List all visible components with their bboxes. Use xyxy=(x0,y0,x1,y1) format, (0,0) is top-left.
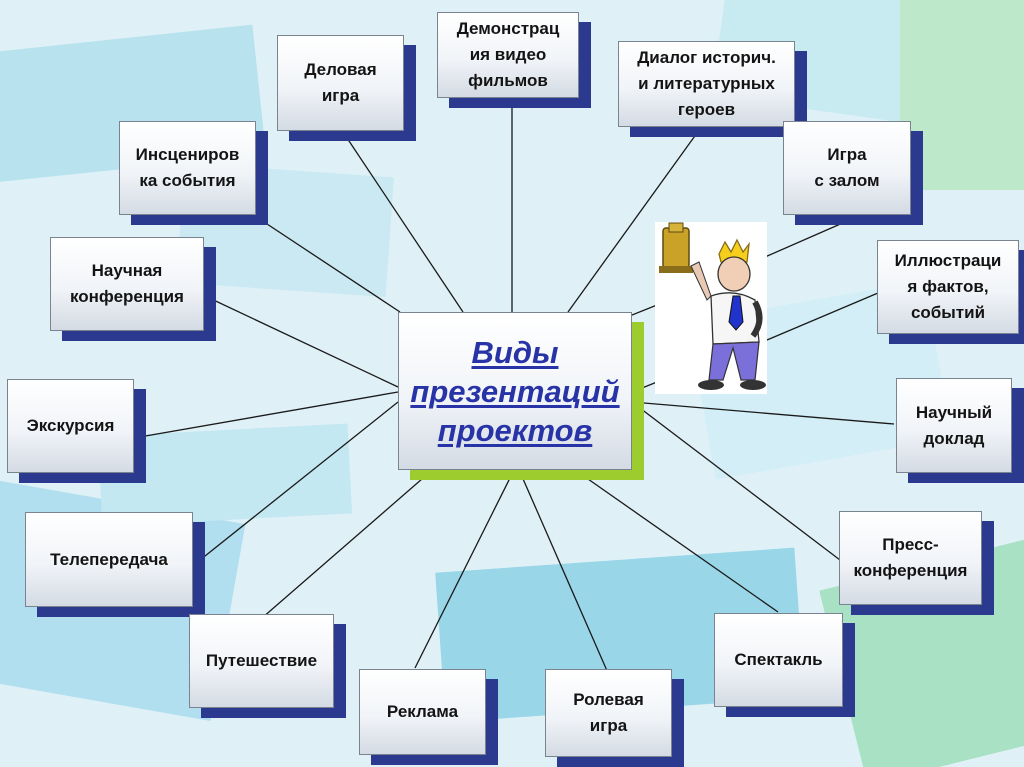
node-label: Диалог историч. и литературных героев xyxy=(618,41,795,127)
node-demonstraciya: Демонстрац ия видео фильмов xyxy=(437,12,591,108)
node-nauchnaya-konferenciya: Научная конференция xyxy=(50,237,216,341)
node-label: Демонстрац ия видео фильмов xyxy=(437,12,579,98)
node-rolevaya-igra: Ролевая игра xyxy=(545,669,684,767)
node-label: Инсцениров ка события xyxy=(119,121,256,215)
node-label: Деловая игра xyxy=(277,35,404,131)
node-inscenirovka: Инсцениров ка события xyxy=(119,121,268,225)
node-label: Научная конференция xyxy=(50,237,204,331)
node-label: Путешествие xyxy=(189,614,334,708)
node-label: Научный доклад xyxy=(896,378,1012,473)
man-with-trophy-icon xyxy=(655,222,767,394)
node-label: Телепередача xyxy=(25,512,193,607)
node-label: Ролевая игра xyxy=(545,669,672,757)
node-label: Пресс- конференция xyxy=(839,511,982,605)
node-illyustraciya: Иллюстраци я фактов, событий xyxy=(877,240,1024,344)
node-reklama: Реклама xyxy=(359,669,498,765)
node-nauchnyj-doklad: Научный доклад xyxy=(896,378,1024,483)
node-puteshestvie: Путешествие xyxy=(189,614,346,718)
center-node: Виды презентаций проектов xyxy=(398,312,644,480)
node-label: Иллюстраци я фактов, событий xyxy=(877,240,1019,334)
node-label: Игра с залом xyxy=(783,121,911,215)
center-title: Виды презентаций проектов xyxy=(398,312,632,470)
node-label: Экскурсия xyxy=(7,379,134,473)
node-igra-s-zalom: Игра с залом xyxy=(783,121,923,225)
node-ekskursiya: Экскурсия xyxy=(7,379,146,483)
node-delovaya-igra: Деловая игра xyxy=(277,35,416,141)
node-spektakl: Спектакль xyxy=(714,613,855,717)
node-dialog-geroev: Диалог историч. и литературных героев xyxy=(618,41,807,137)
node-press-konferenciya: Пресс- конференция xyxy=(839,511,994,615)
node-label: Спектакль xyxy=(714,613,843,707)
node-teleperedacha: Телепередача xyxy=(25,512,205,617)
node-label: Реклама xyxy=(359,669,486,755)
